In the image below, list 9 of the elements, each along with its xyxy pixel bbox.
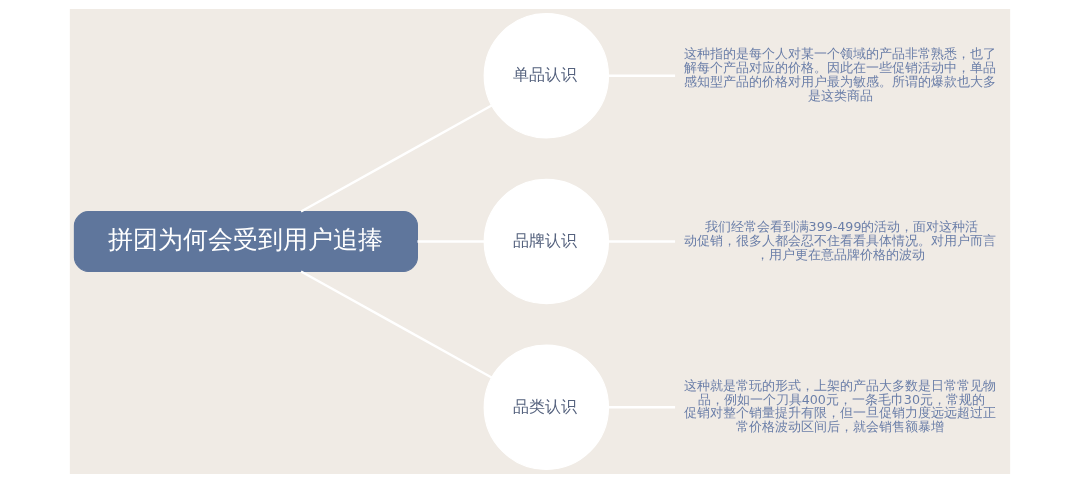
- node-text: 这种指的是每个人对某一个领域的产品非常熟悉，也了解每个产品对应的价格。因此在一些促销活动中，单品感知型产品的价格对用户最为敏感。所谓的爆款也大多是这类商品: [684, 45, 997, 103]
- node-circle: 品牌认识: [483, 178, 610, 304]
- node-text: 这种就是常玩的形式，上架的产品大多数是日常常见物品，例如一个刀具400元，一条毛巾30元，常规的促销对整个销量提升有限，但一旦促销力度远远超过正常价格波动区间后，就会销售额暴增: [684, 377, 997, 434]
- node-box: 拼团为何会受到用户追捧: [73, 210, 418, 272]
- node-circle: 品类认识: [483, 344, 610, 470]
- node-text: 我们经常会看到满399-499的活动，面对这种活动促销，很多人都会忍不住看看具体情况。对用户而言，用户更在意品牌价格的波动: [684, 218, 997, 262]
- connector: [300, 104, 493, 212]
- node-circle: 单品认识: [483, 12, 610, 138]
- connector: [300, 270, 493, 378]
